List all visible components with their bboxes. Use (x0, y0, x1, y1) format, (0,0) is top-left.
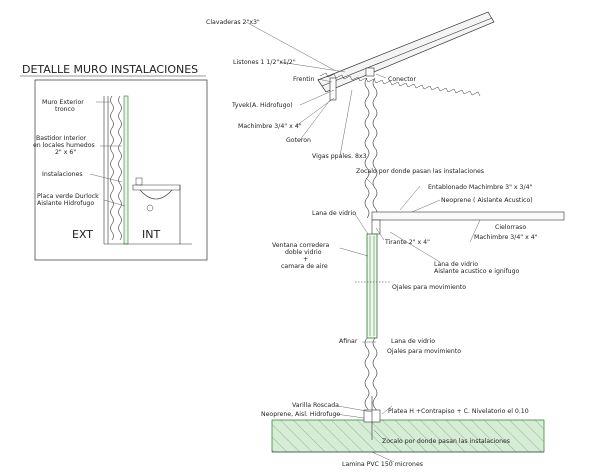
int-label: INT (142, 228, 160, 241)
leader (317, 78, 333, 83)
label-varilla: Varilla Roscada (292, 402, 339, 409)
leader (365, 177, 375, 187)
leader (299, 99, 331, 141)
bastidor-label-3: 2" x 6" (55, 149, 76, 156)
bastidor-label: Bastidor Interior (36, 135, 87, 142)
roof-layer (321, 17, 493, 87)
label-tyvek: Tyvek(A. Hidrofugo) (231, 102, 293, 109)
label-zocalo-bottom: Zocalo por donde pasan las instalaciones (382, 438, 510, 445)
leaders (245, 21, 481, 463)
leader (375, 73, 387, 79)
label-platea: Platea H +Contrapiso + C. Nivelatorio el… (388, 408, 529, 415)
log-wall-detail-2 (118, 95, 122, 241)
conector (365, 67, 375, 77)
label-frentin: Frentin (293, 76, 314, 83)
labels: Clavaderas 2"x3" Listones 1 1/2"x1/2" Fr… (206, 19, 538, 468)
platea-hatch (272, 420, 544, 452)
roof-cover (319, 72, 481, 97)
window (355, 233, 390, 339)
label-tirante: Tirante 2" x 4" (384, 239, 430, 246)
label-ventana-3: + (303, 256, 308, 263)
label-clavaderas: Clavaderas 2"x3" (206, 19, 260, 26)
leader (339, 89, 353, 157)
entablonado (371, 211, 565, 221)
roof (317, 11, 495, 101)
log-wall-detail (110, 95, 114, 241)
label-lamina: Lamina PVC 150 micrones (342, 461, 423, 468)
floor-beam (371, 211, 565, 235)
faucet (135, 177, 143, 186)
detail-box: DETALLE MURO INSTALACIONES EXT INT Muro … (20, 63, 208, 261)
label-ojales-1: Ojales para movimiento (392, 284, 466, 291)
label-cielorraso-2: Machimbre 3/4" x 4" (474, 234, 538, 241)
label-lana-vidrio-2b: Aislante acustico e ignifugo (434, 268, 520, 275)
frentin (329, 77, 337, 101)
label-lana-vidrio-2a: Lana de vidrio (434, 261, 478, 268)
leader (337, 405, 373, 413)
leader (245, 21, 335, 71)
detail-title: DETALLE MURO INSTALACIONES (22, 63, 198, 76)
leader (399, 185, 421, 211)
leader (103, 199, 126, 207)
label-ventana-1: Ventana corredera (272, 242, 329, 249)
sink-counter (132, 184, 181, 191)
label-vigas: Vigas ppales. 8x3 (312, 153, 367, 160)
label-neoprene-hid: Neoprene, Aisl. Hidrofugo (261, 411, 340, 418)
label-ojales-2: Ojales para movimiento (387, 348, 461, 355)
bastidor-label-2: en locales humedos (33, 142, 95, 149)
log-wall-right (372, 77, 378, 219)
window-frame (366, 233, 378, 339)
detail-frame (34, 79, 208, 261)
label-cielorraso-1: Cielorraso (495, 224, 526, 231)
leader (371, 451, 395, 463)
muro-exterior-label-2: tronco (55, 106, 75, 113)
log-wall-lower-left (364, 337, 370, 419)
leader (389, 231, 441, 263)
leader (411, 199, 441, 213)
leader (335, 413, 365, 419)
leader (354, 213, 369, 235)
placa-label: Placa verde Durlock (37, 193, 99, 200)
label-goteron: Goteron (286, 137, 311, 144)
label-lana-vidrio-1: Lana de vidrio (312, 210, 356, 217)
label-listones: Listones 1 1/2"x1/2" (233, 59, 296, 66)
leader (295, 97, 335, 127)
label-zocalo: Zocalo por donde pasan las instalaciones (356, 168, 484, 175)
label-conector: Conector (388, 76, 416, 83)
leader (299, 89, 335, 106)
label-machimbre-top: Machimbre 3/4" x 4" (238, 123, 302, 130)
label-lana-vidrio-3: Lana de vidrio (391, 338, 435, 345)
leader (381, 405, 393, 415)
instalaciones-label: Instalaciones (42, 171, 83, 178)
leader (279, 61, 346, 73)
log-wall-left (364, 77, 370, 219)
roof-deck (317, 11, 495, 93)
label-ventana-2: doble vidrio (285, 249, 322, 256)
placa-label-2: Aislante Hidrofugo (37, 200, 94, 207)
leader (89, 173, 123, 183)
label-ventana-4: camara de aire (281, 263, 328, 270)
leader (469, 219, 481, 243)
log-wall (364, 77, 378, 419)
leader (373, 429, 385, 441)
leader (339, 247, 369, 257)
foundation (271, 396, 545, 453)
sink-basin (139, 189, 173, 200)
label-entablonado: Entablonado Machimbre 3" x 3/4" (428, 184, 533, 191)
label-afinar: Afinar (339, 338, 358, 345)
label-neoprene-ac: Neoprene ( Aislante Acustico) (441, 197, 533, 204)
log-wall-lower-right (372, 337, 378, 419)
drain (146, 204, 154, 212)
ext-label: EXT (72, 228, 93, 241)
placa-durlock (123, 95, 129, 245)
leader (375, 227, 385, 241)
muro-exterior-label: Muro Exterior (42, 99, 84, 106)
